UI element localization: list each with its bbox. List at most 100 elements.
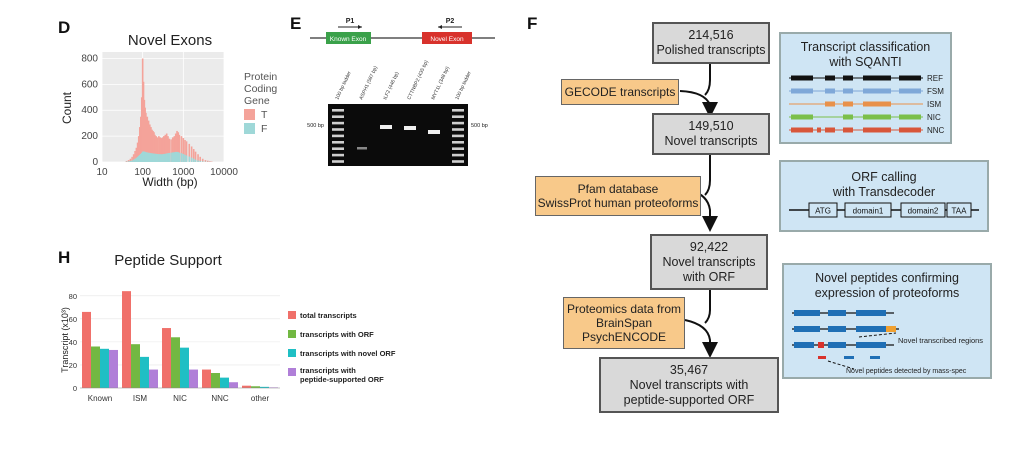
orf-segment — [900, 202, 946, 218]
histogram-bar-t — [135, 147, 138, 162]
legend-title-line-2: Coding — [244, 83, 277, 95]
bar — [100, 348, 109, 388]
histogram-bar-t — [159, 137, 162, 162]
histogram-bar-f — [141, 151, 144, 162]
bar — [211, 373, 220, 388]
histogram-bar-f — [158, 154, 160, 162]
flow-peptide-supported-transcripts: 35,467 Novel transcripts with peptide-su… — [599, 357, 779, 413]
histogram-bar-t — [145, 112, 147, 162]
ladder-band — [452, 115, 464, 118]
sqanti-title-line-1: Transcript classification — [800, 40, 931, 54]
orf-segment — [946, 202, 972, 218]
isoform-exon — [863, 127, 891, 133]
ladder-band — [332, 128, 344, 131]
histogram-bar-f — [184, 154, 186, 162]
panel-letter-h: H — [58, 248, 71, 267]
source-label: BrainSpan — [595, 316, 653, 330]
isoform-1 — [792, 310, 894, 316]
y-tick-label: 60 — [69, 315, 77, 324]
novel-exon-label: Novel Exon — [430, 36, 464, 43]
ladder-band — [332, 153, 344, 157]
histogram-bar-f — [149, 152, 151, 162]
ladder-band — [452, 153, 464, 157]
known-exon-box — [326, 32, 371, 44]
marker-label-left: 500 bp — [307, 123, 324, 129]
ladder-band — [332, 160, 344, 163]
histogram-bar-f — [135, 157, 138, 162]
histogram-bar-t — [190, 146, 193, 162]
histogram-bar-f — [178, 152, 181, 162]
legend-label: transcripts with — [300, 366, 356, 375]
histogram-bar-t — [170, 139, 172, 162]
bar — [220, 377, 229, 388]
mass-spec-label: Novel peptides detected by mass-spec — [846, 368, 967, 375]
histogram-bar-t — [152, 130, 154, 162]
x-tick-label: 100 — [134, 167, 151, 178]
flow-label: Polished transcripts — [656, 43, 766, 57]
bar — [251, 386, 260, 388]
isoform-exon — [791, 75, 813, 81]
isoform-exon — [817, 127, 821, 133]
histogram-bar-f — [147, 152, 150, 162]
bar — [189, 369, 198, 388]
isoform-class-label: NNC — [927, 126, 945, 135]
bar — [162, 328, 171, 388]
histogram-bar-t — [125, 160, 128, 162]
histogram-bar-t — [194, 151, 197, 162]
source-label: Proteomics data from — [566, 302, 682, 316]
histogram-bar-f — [192, 158, 195, 162]
peptide-box: Novel peptides confirming expression of … — [782, 263, 992, 379]
histogram-bar-f — [174, 151, 177, 162]
isoform-class-label: FSM — [927, 87, 944, 96]
chart-title: Peptide Support — [114, 252, 222, 269]
histogram-bar-f — [185, 155, 188, 162]
histogram-bar-t — [167, 136, 169, 162]
histogram-bar-f — [136, 156, 139, 162]
flow-label: with ORF — [682, 269, 736, 284]
source-pfam-swissprot: Pfam database SwissProt human proteoform… — [535, 176, 701, 216]
isoform-exon — [899, 75, 921, 81]
histogram-bar-t — [165, 133, 168, 162]
histogram-bar-f — [150, 153, 152, 162]
histogram-bar-t — [178, 134, 181, 162]
histogram-bar-f — [176, 151, 178, 162]
histogram-bar-t — [201, 158, 204, 162]
histogram-bar-t — [137, 136, 140, 162]
y-tick-label: 40 — [69, 338, 77, 347]
ladder-band — [332, 121, 344, 125]
isoform-exon — [843, 88, 853, 94]
isoform-exon — [843, 75, 853, 81]
bar — [82, 311, 91, 388]
ladder-band — [332, 109, 344, 112]
bar — [260, 386, 269, 388]
histogram-bar-t — [136, 142, 139, 162]
legend-title-line-1: Protein — [244, 71, 277, 83]
y-tick-label: 800 — [81, 53, 98, 64]
ladder-band — [452, 121, 464, 125]
legend-label: transcripts with novel ORF — [300, 349, 396, 358]
bar — [91, 346, 100, 388]
legend-swatch — [288, 368, 296, 376]
orf-segment-label: domain1 — [853, 207, 884, 216]
histogram-bar-t — [141, 58, 144, 162]
panel-letter-f: F — [527, 14, 538, 33]
marker-label-right: 500 bp — [471, 123, 488, 129]
legend-swatch — [288, 311, 296, 319]
histogram-bar-f — [151, 153, 153, 162]
histogram-bar-t — [142, 81, 145, 162]
ladder-band — [452, 160, 464, 163]
ladder-band — [332, 134, 344, 138]
lane-label: 100 bp ladder — [454, 70, 473, 101]
isoform-exon — [863, 101, 891, 107]
orf-segment-label: ATG — [815, 207, 831, 216]
histogram-bar-t — [209, 161, 211, 162]
orf-segment — [844, 202, 892, 218]
histogram-bar-t — [131, 156, 133, 162]
flow-label: peptide-supported ORF — [623, 392, 755, 407]
sqanti-box: Transcript classification with SQANTI RE… — [779, 32, 952, 144]
legend-label: total transcripts — [300, 311, 357, 320]
